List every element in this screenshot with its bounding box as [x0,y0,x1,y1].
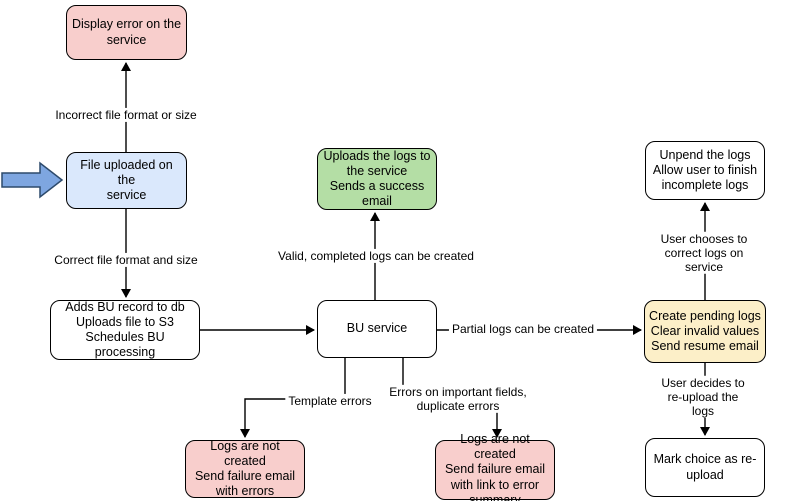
node-label: Uploads the logs to the service Sends a … [323,148,431,209]
edge-label-incorrect-format: Incorrect file format or size [52,107,200,123]
node-bu-service: BU service [317,300,437,358]
node-adds-bu-record: Adds BU record to db Uploads file to S3 … [50,300,200,360]
node-label: BU service [346,321,408,336]
edge-label-correct-format: Correct file format and size [51,252,201,268]
node-label: Display error on the service [71,17,182,47]
node-logs-not-created-summary: Logs are not created Send failure email … [435,432,555,501]
edge-label-valid-completed: Valid, completed logs can be created [275,248,477,264]
edge-label-important-field-errors: Errors on important fields, duplicate er… [386,384,530,414]
edge-label-user-reuploads: User decides to re-upload the logs [654,375,752,419]
node-label: Logs are not created Send failure email … [194,438,296,499]
start-arrow-icon [1,161,64,199]
node-label: Create pending logs Clear invalid values… [649,308,761,354]
edge-label-user-corrects: User chooses to correct logs on service [655,231,753,275]
edge-label-template-errors: Template errors [285,393,375,409]
node-display-error: Display error on the service [66,5,187,60]
edge-label-partial-logs: Partial logs can be created [448,321,598,337]
node-unpend-logs: Unpend the logs Allow user to finish inc… [645,141,765,200]
node-label: Mark choice as re- upload [653,452,757,482]
node-create-pending-logs: Create pending logs Clear invalid values… [644,300,766,363]
node-uploads-logs: Uploads the logs to the service Sends a … [317,148,437,210]
node-mark-reupload: Mark choice as re- upload [645,438,765,497]
node-label: Adds BU record to db Uploads file to S3 … [65,299,185,360]
node-file-uploaded: File uploaded on the service [66,152,187,209]
node-label: File uploaded on the service [80,157,173,203]
node-label: Unpend the logs Allow user to finish inc… [652,147,758,193]
node-logs-not-created-errors: Logs are not created Send failure email … [185,438,305,499]
node-label: Logs are not created Send failure email … [444,431,546,501]
